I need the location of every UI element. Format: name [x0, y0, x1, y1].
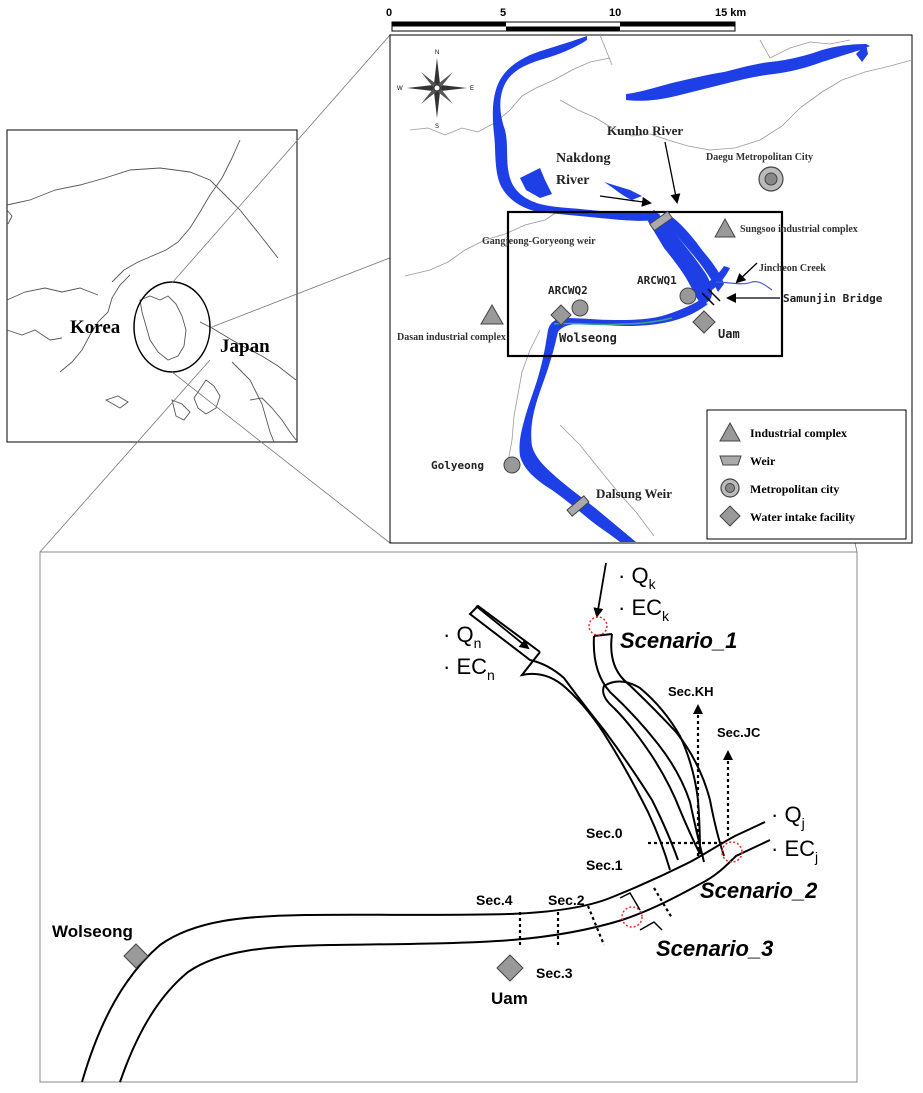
detail-label-wolseong: Wolseong: [52, 922, 133, 941]
legend-label-industrial: Industrial complex: [750, 426, 847, 440]
label-wolseong: Wolseong: [559, 331, 617, 345]
wolseong-intake-icon: [550, 304, 572, 326]
legend-label-metro: Metropolitan city: [750, 482, 839, 496]
legend-frame: [706, 409, 907, 540]
label-sec-2: Sec.2: [548, 892, 585, 908]
detail-inflow-arrows: [475, 562, 607, 650]
detail-river-outline: [81, 604, 771, 1083]
main-map: 0 5 10 15 km N S E W: [386, 7, 913, 544]
detail-frame: [39, 551, 858, 1083]
label-samunjin: Samunjin Bridge: [783, 292, 883, 305]
main-map-frame: [389, 34, 913, 544]
compass-n: N: [435, 50, 439, 56]
legend: Industrial complex Weir Metropolitan cit…: [706, 409, 907, 540]
detail-label-uam: Uam: [491, 989, 528, 1008]
label-sec-0: Sec.0: [586, 825, 623, 841]
jincheon-creek: [715, 281, 773, 291]
detail-sections: [518, 704, 733, 948]
scale-bar: 0 5 10 15 km: [386, 7, 746, 32]
label-sec-kh: Sec.KH: [668, 684, 714, 699]
label-scenario-2: Scenario_2: [700, 878, 818, 903]
inset-coastlines: [6, 139, 297, 443]
label-ecj: · ECj: [771, 836, 818, 865]
admin-boundaries: [404, 34, 913, 537]
inset-frame: [6, 129, 298, 443]
label-qj: · Qj: [771, 802, 805, 831]
scenario-3-marker-icon: [621, 906, 643, 928]
map-arrows: [599, 141, 780, 303]
wolseong-channel: [553, 317, 673, 326]
compass-e: E: [470, 86, 474, 92]
samunjin-bridge-icon: [701, 288, 721, 306]
label-golyeong: Golyeong: [431, 459, 484, 472]
compass-rose-icon: N S E W: [397, 50, 474, 130]
label-scenario-1: Scenario_1: [620, 628, 737, 653]
dasan-triangle-icon: [480, 304, 504, 325]
arcwq2-station-icon: [571, 299, 589, 317]
label-uam: Uam: [718, 327, 740, 341]
detail-uam-intake-icon: [496, 954, 524, 982]
golyeong-station-icon: [503, 456, 521, 474]
sungseo-triangle-icon: [714, 217, 736, 238]
uam-intake-icon: [692, 310, 716, 334]
gangjeong-weir-icon: [648, 210, 674, 232]
legend-triangle-icon: [719, 421, 741, 442]
label-arcwq2: ARCWQ2: [548, 284, 588, 297]
scale-tick-0: 0: [386, 7, 392, 19]
inset-map: Korea Japan: [6, 129, 298, 443]
label-korea: Korea: [70, 317, 121, 338]
compass-s: S: [435, 124, 439, 130]
label-jincheon: Jincheon Creek: [759, 263, 826, 274]
label-qn: · Qn: [443, 622, 481, 651]
label-scenario-3: Scenario_3: [656, 936, 773, 961]
scale-tick-5: 5: [500, 7, 506, 19]
legend-diamond-icon: [719, 505, 741, 527]
label-ecn: · ECn: [443, 654, 495, 683]
scale-tick-10: 10: [609, 7, 621, 19]
compass-w: W: [397, 86, 403, 92]
label-sec-1: Sec.1: [586, 857, 623, 873]
label-sungseo: Sungsoo industrial complex: [740, 224, 858, 235]
scenario-3-bracket: [619, 892, 663, 931]
legend-label-intake: Water intake facility: [750, 510, 855, 524]
label-dasan: Dasan industrial complex: [397, 332, 506, 343]
detail-map: · Qk · ECk · Qn · ECn · Qj · ECj Scenari…: [39, 551, 858, 1083]
detail-wolseong-intake-icon: [123, 943, 149, 969]
label-nakdong-2: River: [556, 173, 589, 188]
map-symbols: [480, 166, 784, 517]
label-japan: Japan: [220, 336, 270, 357]
label-eck: · ECk: [618, 595, 670, 624]
label-arcwq1: ARCWQ1: [637, 274, 677, 287]
scenario-markers: [588, 616, 743, 928]
river-network: [492, 36, 870, 542]
scenario-2-marker-icon: [721, 841, 743, 863]
label-kumho-river: Kumho River: [607, 123, 683, 138]
label-sec-4: Sec.4: [476, 892, 513, 908]
label-dalsung-weir: Dalsung Weir: [596, 486, 672, 501]
label-sec-jc: Sec.JC: [717, 725, 761, 740]
arcwq1-station-icon: [679, 287, 697, 305]
label-gangjeong: Gangjeong-Goryeong weir: [482, 236, 596, 247]
dalsung-weir-icon: [566, 495, 590, 517]
label-sec-3: Sec.3: [536, 965, 573, 981]
scenario-1-marker-icon: [588, 616, 608, 636]
legend-weir-icon: [719, 455, 742, 466]
label-qk: · Qk: [618, 563, 657, 592]
label-daegu: Daegu Metropolitan City: [706, 152, 813, 163]
study-area-box: [506, 210, 784, 358]
scale-tick-15: 15 km: [715, 7, 746, 19]
legend-label-weir: Weir: [750, 454, 776, 468]
label-nakdong-1: Nakdong: [556, 151, 610, 166]
